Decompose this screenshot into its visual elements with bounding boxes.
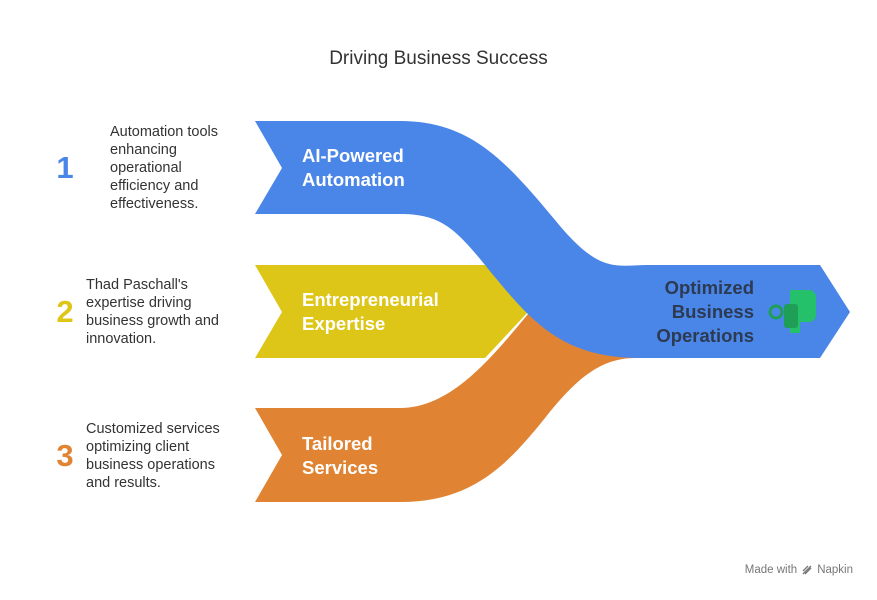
napkin-logo-icon <box>802 565 812 575</box>
step-description-1: Automation tools enhancing operational e… <box>110 124 219 212</box>
band-ai-powered-automation <box>255 121 850 358</box>
diagram-title: Driving Business Success <box>329 48 548 69</box>
step-number-1: 1 <box>56 150 74 185</box>
step-description-3: Customized services optimizing client bu… <box>86 421 220 491</box>
watermark: Made with Napkin <box>745 564 853 576</box>
flag-icon <box>768 290 816 333</box>
step-number-2: 2 <box>56 294 74 329</box>
step-label-1: AI-Powered Automation <box>302 145 405 190</box>
step-description-2: Thad Paschall's expertise driving busine… <box>86 277 219 347</box>
watermark-prefix: Made with <box>744 564 798 576</box>
result-label: Optimized Business Operations <box>656 277 754 346</box>
step-label-3: Tailored Services <box>302 433 379 478</box>
watermark-brand: Napkin <box>817 564 853 576</box>
step-number-3: 3 <box>56 438 74 473</box>
band-tailored-services <box>255 285 635 502</box>
band-entrepreneurial-expertise <box>255 265 528 358</box>
step-label-2: Entrepreneurial Expertise <box>302 289 439 334</box>
